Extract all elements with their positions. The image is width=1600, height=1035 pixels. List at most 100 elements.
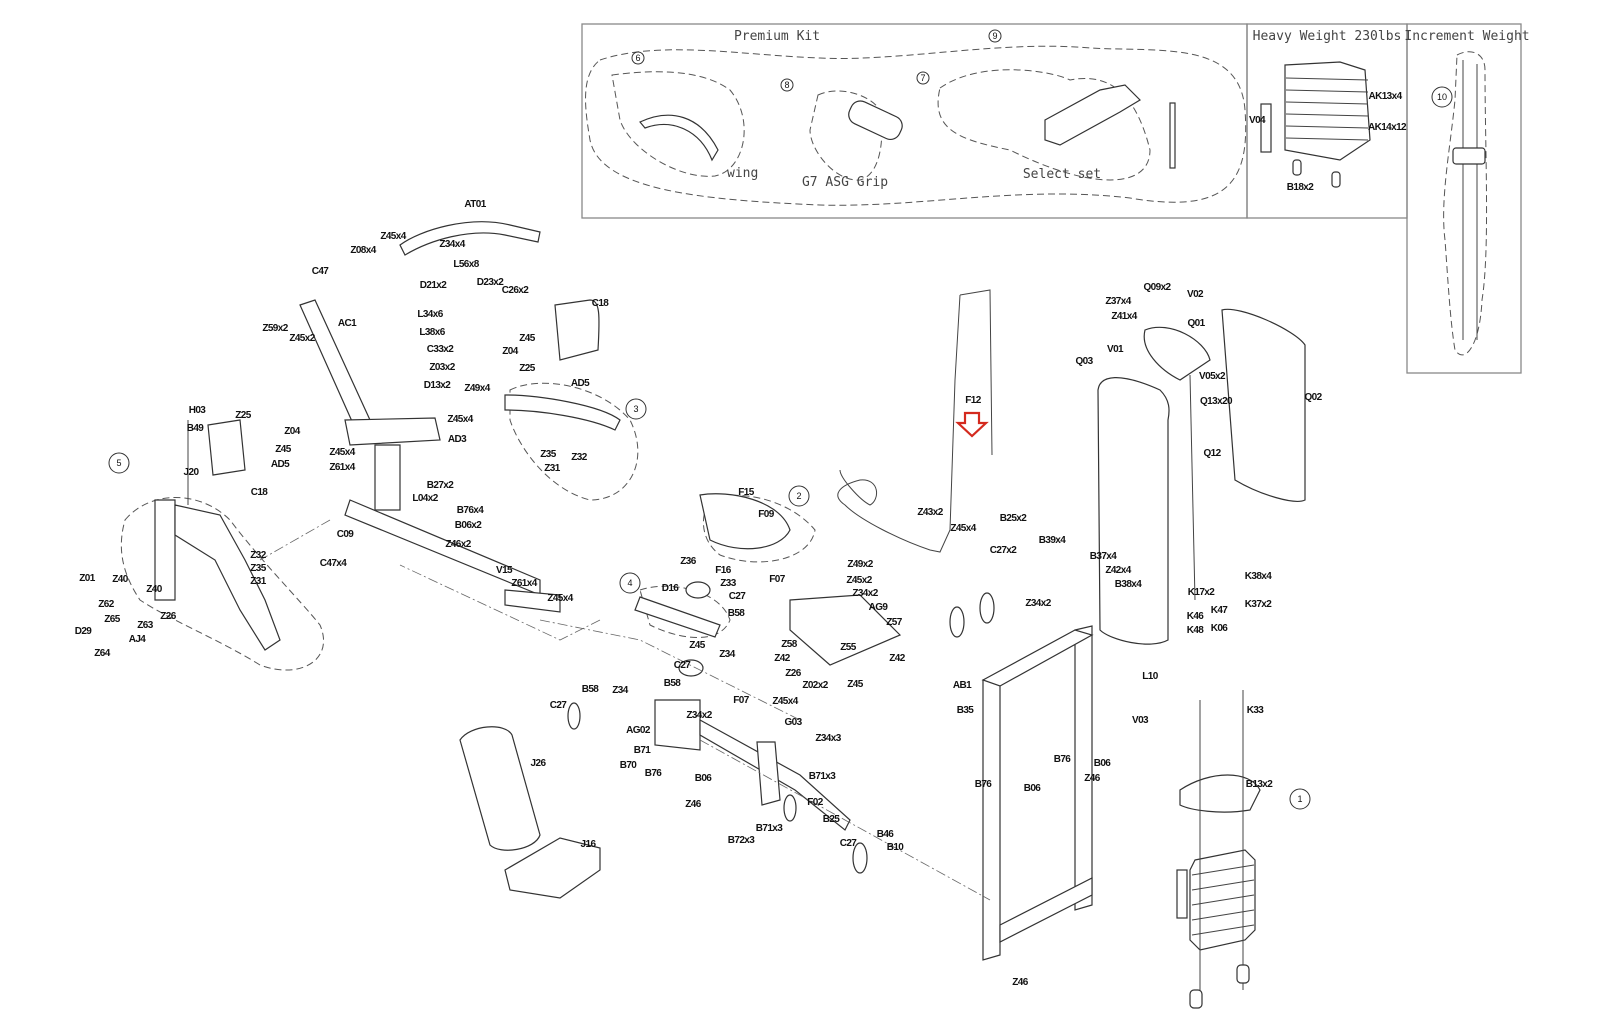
part-label: Z04 xyxy=(284,426,300,437)
part-label: Q12 xyxy=(1203,448,1221,459)
part-label: Z34x2 xyxy=(686,710,712,721)
part-label: B27x2 xyxy=(427,480,455,491)
part-label: C18 xyxy=(592,298,610,309)
part-label: AK13x4 xyxy=(1368,91,1402,102)
part-label: Z31 xyxy=(544,463,560,474)
part-label: Z43x2 xyxy=(917,507,943,518)
part-label: Z08x4 xyxy=(350,245,376,256)
part-label: K33 xyxy=(1247,705,1265,716)
part-label: Z34 xyxy=(719,649,735,660)
part-label: Z34 xyxy=(612,685,628,696)
part-label: Z25 xyxy=(519,363,535,374)
part-label: Z63 xyxy=(137,620,153,631)
part-label: Z45x4 xyxy=(547,593,573,604)
part-label: Z25 xyxy=(235,410,251,421)
part-label: B49 xyxy=(187,423,205,434)
part-label: B06 xyxy=(1094,758,1112,769)
part-label: Z42 xyxy=(889,653,905,664)
part-label: V04 xyxy=(1249,115,1266,126)
part-label: Z26 xyxy=(160,611,176,622)
part-label: Z57 xyxy=(886,617,902,628)
part-label: Z35 xyxy=(250,563,266,574)
callout-1: 1 xyxy=(1289,788,1311,810)
part-label: Z37x4 xyxy=(1105,296,1131,307)
part-label: C47 xyxy=(312,266,330,277)
part-label: C33x2 xyxy=(427,344,455,355)
part-label: V03 xyxy=(1132,715,1149,726)
part-label: AG02 xyxy=(626,725,651,736)
part-label: J16 xyxy=(581,839,597,850)
callout-10: 10 xyxy=(1431,86,1453,108)
part-label: Z62 xyxy=(98,599,114,610)
part-label: C27 xyxy=(729,591,747,602)
part-label: AB1 xyxy=(953,680,972,691)
part-label: D21x2 xyxy=(420,280,448,291)
heavy-weight-title: Heavy Weight 230lbs xyxy=(1253,29,1402,44)
callout-number: 5 xyxy=(116,458,121,468)
main-assembly-drawing xyxy=(120,221,1306,1009)
part-label: C47x4 xyxy=(320,558,348,569)
part-label: B06 xyxy=(695,773,713,784)
part-label: Z34x3 xyxy=(815,733,841,744)
part-label: B10 xyxy=(887,842,905,853)
part-label: AD3 xyxy=(448,434,467,445)
callout-number: 6 xyxy=(635,53,640,63)
part-label: Q13x20 xyxy=(1200,396,1233,407)
part-label: H03 xyxy=(189,405,207,416)
callout-number: 1 xyxy=(1297,794,1302,804)
part-label: B25x2 xyxy=(1000,513,1028,524)
arrow-down-icon xyxy=(955,411,989,438)
part-label: B76 xyxy=(645,768,663,779)
part-label: K17x2 xyxy=(1188,587,1216,598)
part-label: C27 xyxy=(674,660,692,671)
part-label: AK14x12 xyxy=(1368,122,1407,133)
part-label: AC1 xyxy=(338,318,357,329)
callout-number: 3 xyxy=(633,404,638,414)
part-label: Z45 xyxy=(275,444,291,455)
part-label: Z65 xyxy=(104,614,120,625)
part-label: Z01 xyxy=(79,573,95,584)
part-label: Z61x4 xyxy=(329,462,355,473)
part-label: Z04 xyxy=(502,346,518,357)
part-label: Z64 xyxy=(94,648,110,659)
part-label: L34x6 xyxy=(417,309,443,320)
part-label: Z46 xyxy=(685,799,701,810)
part-label: L56x8 xyxy=(453,259,479,270)
part-label: AD5 xyxy=(271,459,290,470)
part-label: Z02x2 xyxy=(802,680,828,691)
callout-8: 8 xyxy=(780,78,794,92)
part-label: B06x2 xyxy=(455,520,483,531)
part-label: B76 xyxy=(975,779,993,790)
part-label: V02 xyxy=(1187,289,1204,300)
part-label: B58 xyxy=(664,678,682,689)
part-label: B76 xyxy=(1054,754,1072,765)
part-label: Z03x2 xyxy=(429,362,455,373)
callout-number: 8 xyxy=(784,80,789,90)
part-label: Z33 xyxy=(720,578,736,589)
part-label: Z45 xyxy=(519,333,535,344)
part-label: Z40 xyxy=(146,584,162,595)
part-label: K06 xyxy=(1211,623,1229,634)
part-label: B71x3 xyxy=(809,771,837,782)
callout-number: 2 xyxy=(796,491,801,501)
callout-3: 3 xyxy=(625,398,647,420)
part-label: Z55 xyxy=(840,642,856,653)
part-label: Z45x2 xyxy=(846,575,872,586)
part-label: Z45 xyxy=(847,679,863,690)
part-label: B37x4 xyxy=(1090,551,1118,562)
wing-label: wing xyxy=(727,166,758,181)
part-label: F02 xyxy=(807,797,823,808)
select-set-label: Select set xyxy=(1023,167,1101,182)
part-label: Z26 xyxy=(785,668,801,679)
part-label: K47 xyxy=(1211,605,1229,616)
part-label: Z45x4 xyxy=(447,414,473,425)
callout-4: 4 xyxy=(619,572,641,594)
part-label: K46 xyxy=(1187,611,1205,622)
part-label: Z32 xyxy=(571,452,587,463)
part-label: AD5 xyxy=(571,378,590,389)
part-label: Z45x2 xyxy=(289,333,315,344)
part-label: Z46 xyxy=(1012,977,1028,988)
part-label: G03 xyxy=(784,717,802,728)
increment-weight-box: Increment Weight xyxy=(1404,23,1530,374)
